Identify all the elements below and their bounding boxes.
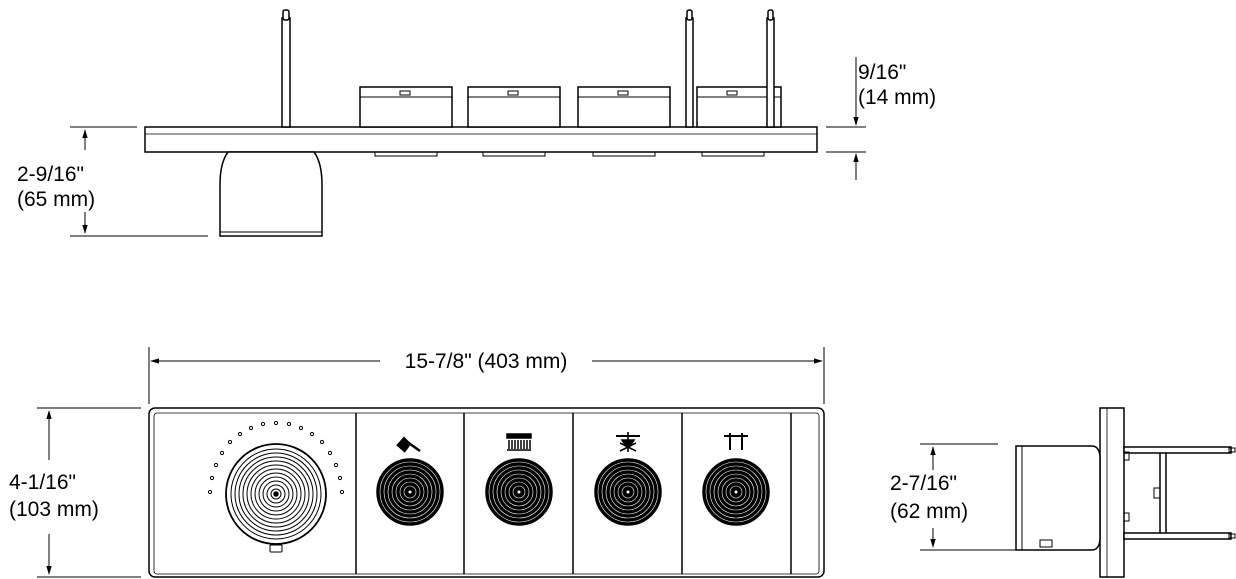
plate-thickness-label-mm: (14 mm) <box>858 86 936 109</box>
side-view-trim-plate <box>1099 407 1125 578</box>
height-label-in: 4-1/16" <box>9 471 76 494</box>
top-view-post-left <box>685 9 694 128</box>
handle-3 <box>594 458 662 526</box>
tub-spout-icon <box>724 433 748 450</box>
side-view <box>1015 407 1236 578</box>
depth-label-in: 2-9/16" <box>17 163 84 186</box>
depth-label-mm: (65 mm) <box>17 188 95 211</box>
height-dimension <box>37 407 141 578</box>
body-spray-icon <box>616 432 640 452</box>
temperature-scale-dots <box>207 420 345 495</box>
top-view-valve-stem <box>281 9 291 128</box>
front-view <box>148 407 825 578</box>
handle-4 <box>702 458 770 526</box>
width-label: 15-7/8" (403 mm) <box>405 350 568 373</box>
side-depth-label-mm: (62 mm) <box>890 500 968 523</box>
plate-thickness-label-in: 9/16" <box>858 61 906 84</box>
width-dimension <box>148 347 825 404</box>
handshower-icon <box>396 436 421 453</box>
side-dimension <box>920 443 1028 551</box>
side-view-posts <box>1123 446 1236 540</box>
top-view-diverter-box-3 <box>577 86 671 157</box>
rain-showerhead-icon <box>506 433 532 451</box>
top-view-diverter-box-2 <box>467 86 561 157</box>
handle-1 <box>376 458 444 526</box>
top-view <box>144 9 818 237</box>
top-view-diverter-box-1 <box>359 86 453 157</box>
top-view-dimension-lines <box>70 57 866 237</box>
side-depth-label-in: 2-7/16" <box>890 472 957 495</box>
height-label-mm: (103 mm) <box>9 498 99 521</box>
top-view-post-right <box>766 9 775 128</box>
side-view-valve-body <box>1015 445 1101 551</box>
handle-2 <box>485 458 553 526</box>
top-view-valve-body <box>219 151 323 237</box>
top-view-trim-plate <box>144 126 818 153</box>
temperature-knob <box>207 420 345 553</box>
